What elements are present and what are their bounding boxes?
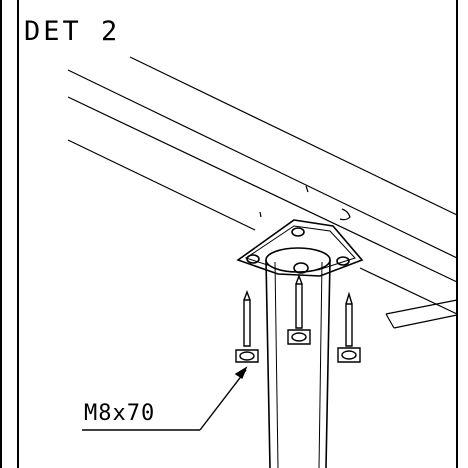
screw-right	[337, 291, 361, 363]
drawing-frame	[0, 0, 458, 468]
screw-left	[235, 290, 259, 363]
screw-middle	[287, 274, 311, 345]
callout-leader	[82, 366, 248, 431]
detail-title: DET 2	[24, 16, 120, 47]
screw-callout-label: M8x70	[84, 401, 155, 426]
table-leg	[265, 247, 331, 468]
table-frame-rails	[67, 56, 458, 329]
